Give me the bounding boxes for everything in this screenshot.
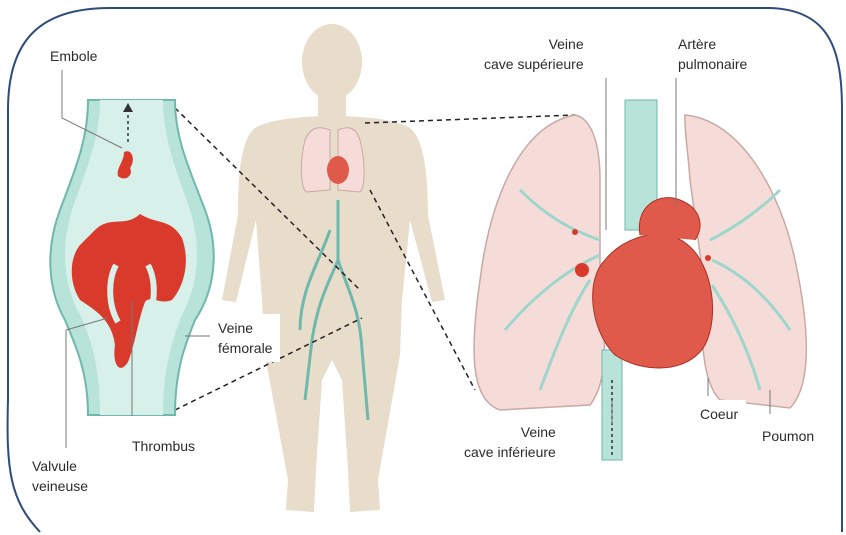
label-veine-femorale: Veine fémorale xyxy=(210,314,280,362)
right-lung xyxy=(685,115,807,408)
label-embole: Embole xyxy=(42,42,105,70)
label-artere-pulmonaire: Artère pulmonaire xyxy=(670,30,755,78)
label-valvule-veineuse: Valvule veineuse xyxy=(24,452,96,500)
label-coeur: Coeur xyxy=(692,400,746,428)
heart xyxy=(593,234,713,368)
label-thrombus: Thrombus xyxy=(124,432,203,460)
lung-clot xyxy=(575,263,589,277)
label-veine-cave-superieure: Veine cave supérieure xyxy=(476,30,592,78)
lungs-zoom xyxy=(474,100,806,460)
label-veine-cave-inferieure: Veine cave inférieure xyxy=(456,418,564,466)
label-poumon: Poumon xyxy=(754,422,822,450)
